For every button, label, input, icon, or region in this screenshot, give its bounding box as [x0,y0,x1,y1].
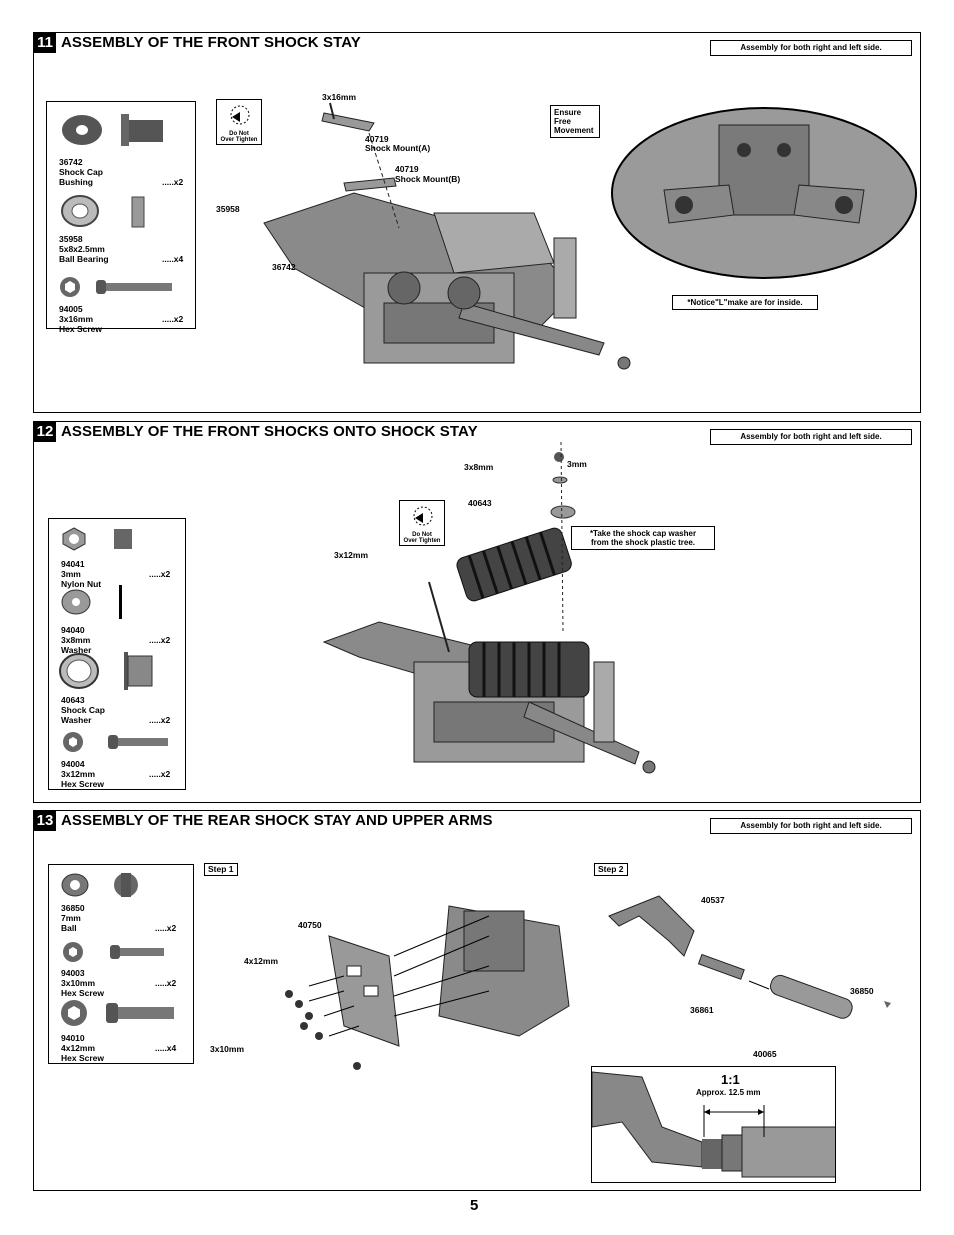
washer-icon [61,589,91,615]
hex-screw-icon [63,942,83,962]
bushing-flat-icon [62,115,102,145]
label-bushing: 36742 [272,262,296,272]
label-mount-a-name: Shock Mount(A) [365,143,431,153]
do-not-tighten-icon: Do Not Over Tighten [399,500,445,546]
label-rod-end: 40065 [753,1049,777,1059]
label-bearing: 35958 [216,204,240,214]
front-shocks-diagram [322,441,656,774]
hex-screw-large-icon [61,1000,87,1026]
bearing-icon [61,195,99,227]
detail-zoom-diagram [611,107,917,279]
label-mount-a-code: 40719 [365,134,389,144]
do-not-tighten-icon: Do Not Over Tighten [216,99,262,145]
section-number: 12 [34,422,56,442]
part-qty: .....x2 [162,177,184,187]
label-nut: 3mm [567,459,587,469]
part-36850: 36850 7mm Ball [61,903,85,933]
label-stay: 40750 [298,920,322,930]
section-title: ASSEMBLY OF THE FRONT SHOCK STAY [61,34,361,51]
label-screw: 3x16mm [322,92,357,102]
section-title: ASSEMBLY OF THE REAR SHOCK STAY AND UPPE… [61,812,493,829]
label-washer: 3x8mm [464,462,494,472]
screw-side-large-icon [106,1003,174,1023]
label-cap-washer: 40643 [468,498,492,508]
hex-screw-icon [60,277,80,297]
rotation-icon [413,506,433,526]
scale-detail-box: 1:1 Approx. 12.5 mm [591,1066,836,1183]
notice-callout: *Notice"L"make are for inside. [672,295,818,310]
label-arm: 40537 [701,895,725,905]
scale-detail-drawing [592,1071,835,1178]
part-35958: 35958 5x8x2.5mm Ball Bearing [59,234,109,264]
assembly-note: Assembly for both right and left side. [710,818,912,834]
label-screw-b: 3x10mm [210,1044,245,1054]
label-screw: 3x12mm [334,550,369,560]
shock-cap-washer-callout: *Take the shock cap washer from the shoc… [571,526,715,550]
bearing-side-icon [131,196,145,228]
part-qty: .....x2 [155,923,177,933]
section-12: 12 ASSEMBLY OF THE FRONT SHOCKS ONTO SHO… [33,421,921,803]
parts-list: 36850 7mm Ball .....x2 94003 3x10mm Hex … [48,864,194,1064]
washer-side-icon [119,585,122,619]
section-11: 11 ASSEMBLY OF THE FRONT SHOCK STAY Asse… [33,32,921,413]
shock-cap-washer-side-icon [124,652,153,690]
front-shock-stay-diagram [263,102,631,370]
ball-washer-icon [61,873,89,897]
shock-cap-washer-icon [59,653,99,689]
label-mount-b-code: 40719 [395,164,419,174]
screw-side-icon [96,280,172,294]
page-number: 5 [470,1197,479,1214]
part-94004: 94004 3x12mm Hex Screw [61,759,104,789]
parts-list: 36742 Shock Cap Bushing .....x2 35958 5x… [46,101,196,334]
screw-side-icon [110,945,164,959]
section-title: ASSEMBLY OF THE FRONT SHOCKS ONTO SHOCK … [61,423,478,440]
section-number: 13 [34,811,56,831]
ball-icon [114,873,138,897]
part-94003: 94003 3x10mm Hex Screw [61,968,104,998]
part-qty: .....x4 [155,1043,177,1053]
label-ball: 36850 [850,986,874,996]
nylon-nut-side-icon [114,529,132,549]
part-qty: .....x4 [162,254,184,264]
upper-arm-diagram [608,895,891,1019]
assembly-note: Assembly for both right and left side. [710,429,912,445]
part-qty: .....x2 [149,715,171,725]
label-turnbuckle: 36861 [690,1005,714,1015]
label-screw-a: 4x12mm [244,956,279,966]
part-qty: .....x2 [155,978,177,988]
part-94040: 94040 3x8mm Washer [61,625,92,655]
label-mount-b-name: Shock Mount(B) [395,174,461,184]
step-1-label: Step 1 [204,863,238,876]
step-2-label: Step 2 [594,863,628,876]
nylon-nut-icon [62,527,86,551]
part-qty: .....x2 [149,769,171,779]
parts-list: 94041 3mm Nylon Nut .....x2 94040 3x8mm … [48,518,186,790]
bushing-side-icon [121,114,163,146]
assembly-note: Assembly for both right and left side. [710,40,912,56]
section-13: 13 ASSEMBLY OF THE REAR SHOCK STAY AND U… [33,810,921,1191]
rotation-icon [230,105,250,125]
ensure-free-movement-callout: Ensure Free Movement [550,105,600,138]
scale-label: 1:1 [721,1072,740,1087]
screw-side-icon [108,735,168,749]
part-94005: 94005 3x16mm Hex Screw [59,304,102,334]
part-qty: .....x2 [149,569,171,579]
rear-shock-stay-diagram [285,905,570,1070]
part-qty: .....x2 [162,314,184,324]
part-qty: .....x2 [149,635,171,645]
part-94010: 94010 4x12mm Hex Screw [61,1033,104,1063]
part-94041: 94041 3mm Nylon Nut [61,559,102,589]
approx-label: Approx. 12.5 mm [696,1088,761,1097]
part-40643: 40643 Shock Cap Washer [61,695,105,725]
hex-screw-icon [63,732,83,752]
section-number: 11 [34,33,56,53]
part-36742: 36742 Shock Cap Bushing [59,157,103,187]
